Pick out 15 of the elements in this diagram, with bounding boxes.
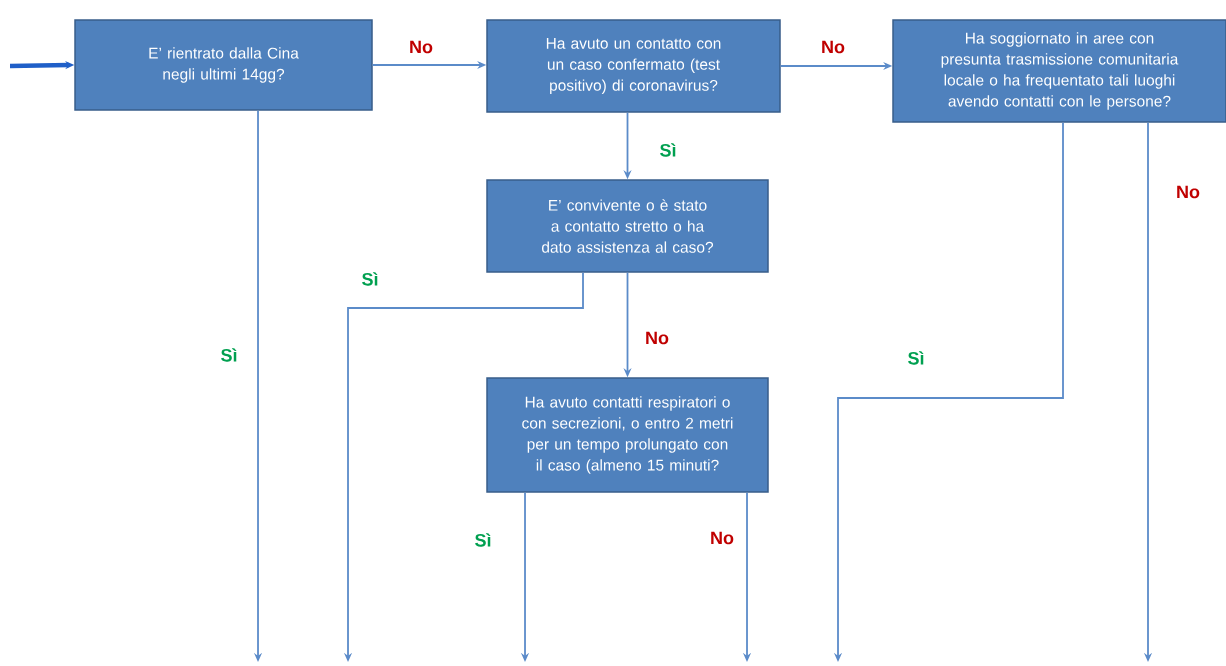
question-box: E’ convivente o è stato a contatto stretto o ha dato assistenza al caso? xyxy=(486,179,769,273)
question-box: Ha soggiornato in aree con presunta trasmissione comunitaria locale o ha frequentato tali luoghi avendo contatti con le persone? xyxy=(892,19,1226,123)
edge-label: No xyxy=(410,40,433,54)
edge-label: Sì xyxy=(475,533,491,547)
edge-label: Sì xyxy=(221,348,237,362)
edge-label: No xyxy=(1177,185,1200,199)
question-box: E’ rientrato dalla Cina negli ultimi 14gg? xyxy=(74,19,373,111)
edge-label: No xyxy=(822,40,845,54)
question-box: Ha avuto contatti respiratori o con secrezioni, o entro 2 metri per un tempo prolungato con il caso (almeno 15 minuti? xyxy=(486,377,769,493)
edge-label: No xyxy=(646,331,669,345)
edge-label: No xyxy=(711,531,734,545)
edge-label: Sì xyxy=(908,351,924,365)
edge-label: Sì xyxy=(362,272,378,286)
edge-label: Sì xyxy=(660,143,676,157)
question-box: Ha avuto un contatto con un caso confermato (test positivo) di coronavirus? xyxy=(486,19,781,113)
